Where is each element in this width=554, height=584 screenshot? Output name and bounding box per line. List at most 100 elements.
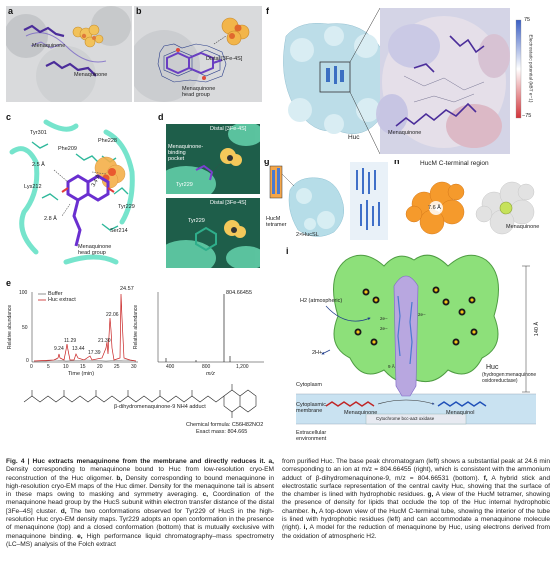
- panel-a: a Menaquinone Menaquinone: [6, 6, 132, 102]
- e-peak-main: 24.57: [120, 286, 134, 292]
- e-peak-4: 17.39: [88, 350, 101, 356]
- caption-text: Density corresponding to menaquinone bou…: [6, 466, 274, 482]
- caption-bold: f,: [483, 474, 488, 482]
- panel-h-label: h: [394, 160, 400, 166]
- panel-d-label: d: [158, 112, 164, 122]
- i-cyt-label: Cytochrome bcc-aa3 oxidase: [376, 416, 435, 421]
- panel-b: b Distal [3Fe-4S] Menaquinone head group: [134, 6, 262, 102]
- e-ylabel-left: Relative abundance: [7, 304, 14, 350]
- d-distal-2: Distal [3Fe-4S]: [210, 200, 247, 206]
- dist-28-label: 2.8 Å: [44, 216, 57, 222]
- panel-d: d Distal [3Fe-4S] Menaquinone- binding p…: [158, 112, 262, 274]
- i-mq-label: Menaquinone: [344, 410, 378, 416]
- caption-text: A view of the HucM tetramer, showing the…: [282, 491, 550, 515]
- e-xtick-4: 20: [97, 364, 103, 370]
- caption-bold: g,: [427, 491, 434, 499]
- e-xtick-6: 30: [131, 364, 137, 370]
- h-title: HucM C-terminal region: [420, 160, 489, 167]
- e-ytick-100: 100: [19, 290, 28, 296]
- caption-text: The two conformations observed for Tyr22…: [6, 507, 275, 540]
- e-xtick-r2: 1,200: [236, 364, 249, 370]
- e-ytick-0: 0: [26, 358, 29, 364]
- h-dist-76: 7.6 Å: [428, 205, 441, 211]
- panel-d-bottom-structure: [166, 220, 260, 268]
- lys212-label: Lys212: [24, 184, 42, 190]
- caption-bold: d,: [60, 507, 67, 515]
- caption-bold: i,: [303, 524, 308, 532]
- panel-i-label: i: [286, 246, 289, 256]
- legend-huc: Huc extract: [48, 297, 76, 303]
- panel-e: e Buffer Huc extract Relative abundance …: [6, 278, 268, 454]
- tyr229-label: Tyr229: [118, 204, 135, 210]
- i-h2-label: H2 (atmospheric): [300, 298, 343, 304]
- caption-bold: e,: [77, 532, 83, 540]
- caption-text: Density corresponding to bound menaquino…: [6, 474, 274, 499]
- panel-f: f Huc Menaquinone 75 −75 Electrostatic p…: [264, 6, 550, 156]
- caption-left: Fig. 4 | Huc extracts menaquinone from t…: [6, 458, 274, 549]
- panel-c-structure: [9, 119, 135, 265]
- head-group-text: Menaquinone head group: [182, 86, 216, 98]
- phe209-label: Phe209: [58, 146, 77, 152]
- panel-g-label: g: [264, 160, 270, 166]
- i-mqol-label: Menaquinol: [446, 410, 475, 416]
- caption-text: A hybrid stick and electrostatic surface…: [282, 474, 550, 499]
- caption-text: A top-down view of the HucM C-terminal t…: [282, 507, 550, 532]
- e-ytick-50: 50: [22, 325, 28, 331]
- dist-25-label: 2.5 Å: [32, 162, 45, 168]
- e-peak-ms: 804.66455: [226, 290, 252, 296]
- e-adduct: β-dihydromenaquinone-9 NH4 adduct: [114, 404, 206, 410]
- e-peak-3: 13.44: [72, 346, 85, 352]
- huc-label: Huc: [348, 134, 360, 141]
- panel-a-label: a: [8, 6, 14, 16]
- panel-f-label: f: [266, 6, 269, 16]
- i-extracellular-label: Extracellular environment: [296, 430, 327, 442]
- panel-d-top-structure: [166, 124, 260, 194]
- caption-text: from purified Huc. The base peak chromat…: [282, 458, 550, 482]
- caption-right: from purified Huc. The base peak chromat…: [282, 458, 550, 541]
- panel-e-plots: [23, 292, 264, 418]
- panel-g-structure: [269, 162, 388, 240]
- i-d9-label: 9 Å: [388, 364, 395, 369]
- ser214-label: Ser214: [110, 228, 128, 234]
- caption-bold: h,: [311, 507, 318, 515]
- e-peak-1: 9.24: [54, 346, 64, 352]
- panel-b-structure: [134, 17, 250, 102]
- e-xtick-5: 25: [114, 364, 120, 370]
- e-formula: Chemical formula: C56H82NO2: [186, 422, 264, 428]
- e-xlabel-left: Time (min): [68, 371, 95, 377]
- panel-c-label: c: [6, 112, 12, 122]
- c-head-group-label: Menaquinone head group: [78, 244, 112, 256]
- cbar-title: Electrostatic potential (kBT e−1): [527, 34, 533, 103]
- hucm-tetramer-label: HucM tetramer: [266, 216, 287, 228]
- panel-g: g HucM tetramer 2×HucSL: [264, 160, 390, 244]
- legend-buffer: Buffer: [48, 291, 63, 297]
- h-menaquinone-label: Menaquinone: [506, 224, 540, 230]
- d-pocket: Menaquinone- binding pocket: [168, 144, 204, 162]
- caption-bold: Fig. 4 | Huc extracts menaquinone from t…: [6, 458, 274, 465]
- e-peak-2: 11.29: [64, 338, 77, 344]
- panel-h: h HucM C-terminal region 7.6 Å Menaquino…: [394, 160, 550, 244]
- i-hplus-label: 2H+: [312, 350, 323, 356]
- distal-cluster-label: Distal [3Fe-4S]: [206, 56, 243, 62]
- phe228-label: Phe228: [98, 138, 117, 144]
- caption-text: Coordination of the menaquinone head gro…: [6, 491, 274, 515]
- e-xtick-2: 10: [63, 364, 69, 370]
- i-huc-sub: (hydrogen:menaquinone oxidoreductase): [482, 372, 537, 384]
- i-cytoplasm-label: Cytoplasm: [296, 382, 322, 388]
- d-tyr-2: Tyr229: [188, 218, 205, 224]
- e-xtick-r1: 800: [202, 364, 211, 370]
- caption-text: A model for the reduction of menaquinone…: [282, 524, 550, 540]
- i-e-label-1: 2e−: [380, 316, 388, 321]
- cbar-max: 75: [524, 17, 531, 23]
- panel-h-structure: [405, 181, 535, 235]
- i-e-label-3: 2e−: [418, 312, 426, 317]
- d-tyr-1: Tyr229: [176, 182, 193, 188]
- e-xtick-0: 0: [30, 364, 33, 370]
- e-exact-mass: Exact mass: 804.665: [196, 429, 248, 435]
- panel-b-label: b: [136, 6, 142, 16]
- head-group-label: Menaquinone head group: [182, 86, 215, 98]
- hucsl-label: 2×HucSL: [296, 232, 319, 238]
- e-peak-5: 21.30: [98, 338, 111, 344]
- i-huc-label: Huc: [486, 364, 499, 371]
- panel-a-structure: [6, 6, 131, 102]
